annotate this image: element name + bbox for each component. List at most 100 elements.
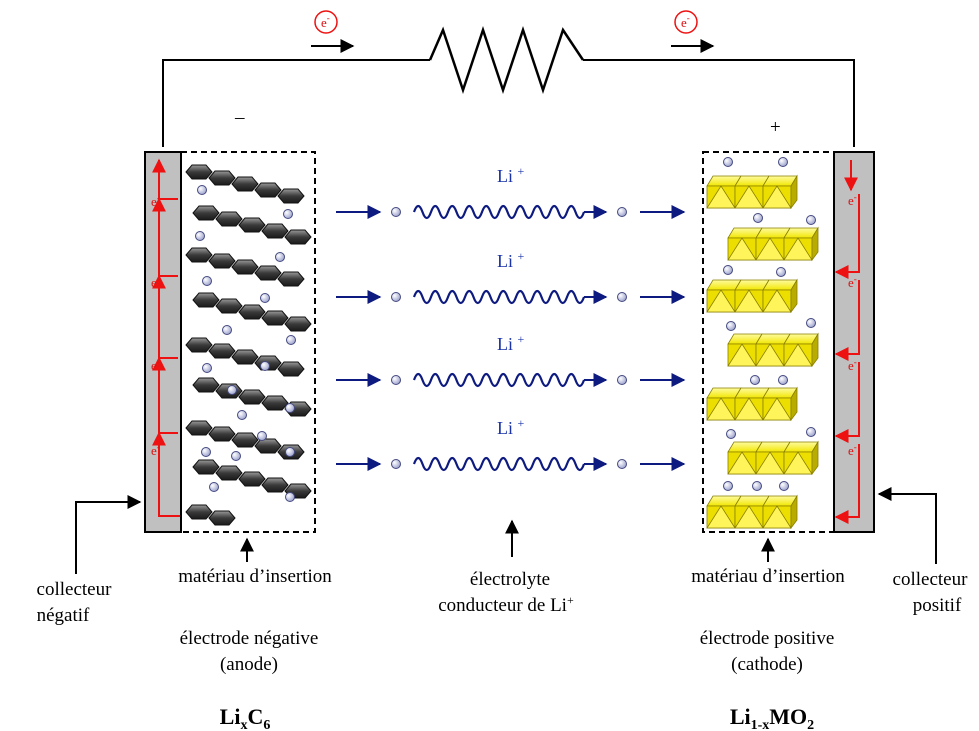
electrolyte-label-text: conducteur de Li: [438, 595, 567, 616]
negative-electron-flow: e-e-e-e-: [151, 158, 180, 517]
electron-symbol: e: [848, 358, 854, 373]
labels: collecteur négatif matériau d’insertion …: [37, 566, 969, 731]
negative-electrode-label-1: électrode négative: [180, 628, 319, 649]
lithium-ion-icon: [723, 157, 733, 167]
oxide-layer-icon: [727, 332, 819, 368]
lithium-ion-icon: [617, 207, 627, 217]
svg-text:e-: e-: [681, 13, 690, 30]
negative-material-label: matériau d’insertion: [178, 566, 332, 587]
lithium-ion-icon: [202, 363, 212, 373]
negative-collector-label-1: collecteur: [37, 579, 113, 600]
lithium-ion-icon: [260, 293, 270, 303]
formula-part: MO: [769, 704, 807, 729]
electron-symbol: e: [151, 443, 157, 458]
lithium-ion-icon: [723, 481, 733, 491]
electron-label: e-: [151, 274, 160, 290]
electron-icon: [314, 10, 338, 34]
electron-flow-arrow-right: e-: [671, 10, 715, 53]
formula-part: Li: [220, 704, 241, 729]
lithium-ion-icon: [391, 459, 401, 469]
electron-label: e-: [848, 274, 857, 290]
electron-symbol: e: [151, 194, 157, 209]
plus-sign: +: [770, 117, 781, 138]
lithium-ion-icon: [285, 492, 295, 502]
lithium-ion-icon: [275, 252, 285, 262]
formula-subscript: 2: [807, 718, 814, 731]
lithium-ion-icon: [260, 361, 270, 371]
positive-electron-flow: e-e-e-e-: [834, 160, 860, 524]
lithium-ion-icon: [227, 385, 237, 395]
formula-subscript: 1-x: [751, 718, 770, 731]
external-circuit: e- e- – +: [162, 10, 855, 147]
lithium-ion-icon: [617, 375, 627, 385]
electron-icon: [674, 10, 698, 34]
li-ion-label: Li +: [497, 416, 525, 438]
oxide-layers: [706, 174, 819, 530]
electron-sup: -: [687, 13, 690, 23]
li-ion-label: Li +: [497, 164, 525, 186]
formula-subscript: 6: [263, 718, 270, 731]
lithium-ion-icon: [726, 429, 736, 439]
electron-label: e-: [151, 442, 160, 458]
migration-row: Li +: [336, 249, 686, 305]
lithium-ion-icon: [283, 209, 293, 219]
electron-sup: -: [854, 274, 857, 284]
negative-collector: e-e-e-e-: [144, 151, 182, 533]
electron-sup: -: [854, 192, 857, 202]
graphite-sheet-icon: [192, 205, 312, 245]
migration-row: Li +: [336, 332, 686, 388]
lithium-ion-icon: [391, 207, 401, 217]
electron-symbol: e: [321, 15, 327, 30]
positive-electrode-label-2: (cathode): [731, 654, 803, 675]
oxide-layer-icon: [727, 226, 819, 262]
electron-label: e-: [848, 357, 857, 373]
li-ion-symbol: Li: [497, 334, 518, 354]
positive-collector-label-1: collecteur: [893, 569, 969, 590]
electron-symbol: e: [848, 275, 854, 290]
formula-subscript: x: [240, 718, 247, 731]
li-ion-symbol: Li: [497, 251, 518, 271]
lithium-ion-icon: [779, 481, 789, 491]
formula-part: Li: [730, 704, 751, 729]
formula-part: C: [247, 704, 263, 729]
li-ion-symbol: Li: [497, 166, 518, 186]
svg-text:e-: e-: [321, 13, 330, 30]
graphite-sheet-icon: [185, 420, 305, 460]
oxide-layer-icon: [727, 440, 819, 476]
lithium-ion-icon: [285, 403, 295, 413]
li-ion-label: Li +: [497, 249, 525, 271]
oxide-layer-icon: [706, 494, 798, 530]
lithium-ion-icon: [209, 482, 219, 492]
lithium-ion-icon: [257, 431, 267, 441]
oxide-layer-icon: [706, 386, 798, 422]
pointer-arrows: [75, 487, 937, 574]
graphite-sheet-icon: [185, 504, 236, 526]
lithium-ion-icon: [778, 375, 788, 385]
lithium-ion-icon: [750, 375, 760, 385]
lithium-ion-migration: Li +Li +Li +Li +: [336, 164, 686, 472]
positive-collector: e-e-e-e-: [833, 151, 875, 533]
electron-symbol: e: [151, 358, 157, 373]
lithium-ion-icon: [286, 335, 296, 345]
li-ion-sup: +: [518, 249, 525, 263]
electron-sup: -: [854, 357, 857, 367]
graphite-sheet-icon: [185, 247, 305, 287]
graphite-sheet-icon: [185, 164, 305, 204]
lithium-ion-icon: [806, 427, 816, 437]
positive-material-label: matériau d’insertion: [691, 566, 845, 587]
negative-lithium-ions: [195, 185, 296, 502]
lithium-ion-icon: [776, 267, 786, 277]
graphite-sheet-icon: [192, 292, 312, 332]
lithium-ion-icon: [285, 447, 295, 457]
electron-sup: -: [157, 193, 160, 203]
lithium-ion-icon: [617, 459, 627, 469]
lithium-ion-icon: [752, 481, 762, 491]
negative-collector-pointer: [75, 495, 142, 574]
electron-symbol: e: [848, 443, 854, 458]
electrolyte-label-1: électrolyte: [470, 569, 550, 590]
electron-sup: -: [157, 442, 160, 452]
electrolyte-label-2: conducteur de Li+: [438, 593, 574, 616]
electron-symbol: e: [848, 193, 854, 208]
electron-label: e-: [848, 442, 857, 458]
